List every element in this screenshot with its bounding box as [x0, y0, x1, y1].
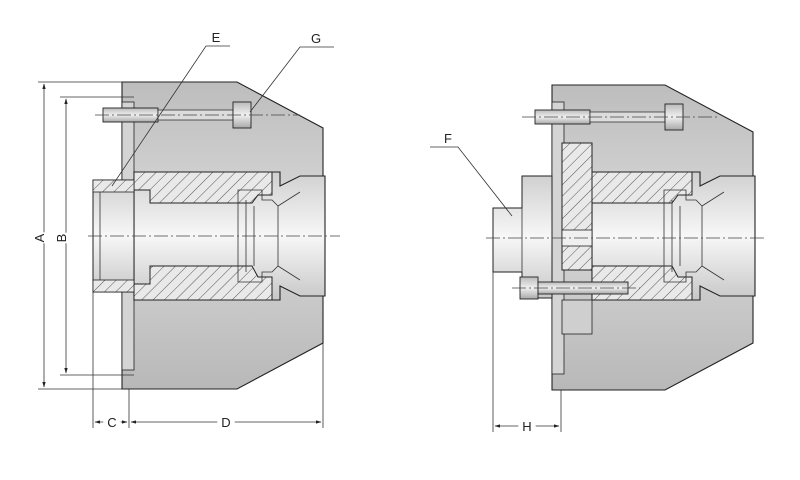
- label-b: B: [54, 234, 69, 243]
- right-sleeve-top: [591, 171, 693, 204]
- left-sleeve-bottom: [133, 265, 273, 301]
- right-view: [486, 84, 765, 391]
- label-a-bg: [29, 232, 50, 244]
- label-g: G: [311, 31, 321, 46]
- right-lower-screw: [519, 276, 629, 335]
- left-view: [88, 81, 340, 390]
- label-c-bg: [103, 415, 121, 430]
- label-d: D: [221, 415, 230, 430]
- label-h-bg: [518, 419, 536, 434]
- labels: A B C D E G F H: [29, 30, 536, 434]
- dimensions: [38, 45, 562, 432]
- label-b-bg: [51, 232, 72, 244]
- label-f: F: [444, 131, 452, 146]
- label-h: H: [522, 419, 531, 434]
- label-c: C: [107, 415, 116, 430]
- label-d-bg: [217, 415, 235, 430]
- left-sleeve-top: [133, 171, 273, 204]
- label-a: A: [32, 233, 47, 242]
- label-e: E: [212, 30, 221, 45]
- right-adapter-plate: [561, 142, 593, 271]
